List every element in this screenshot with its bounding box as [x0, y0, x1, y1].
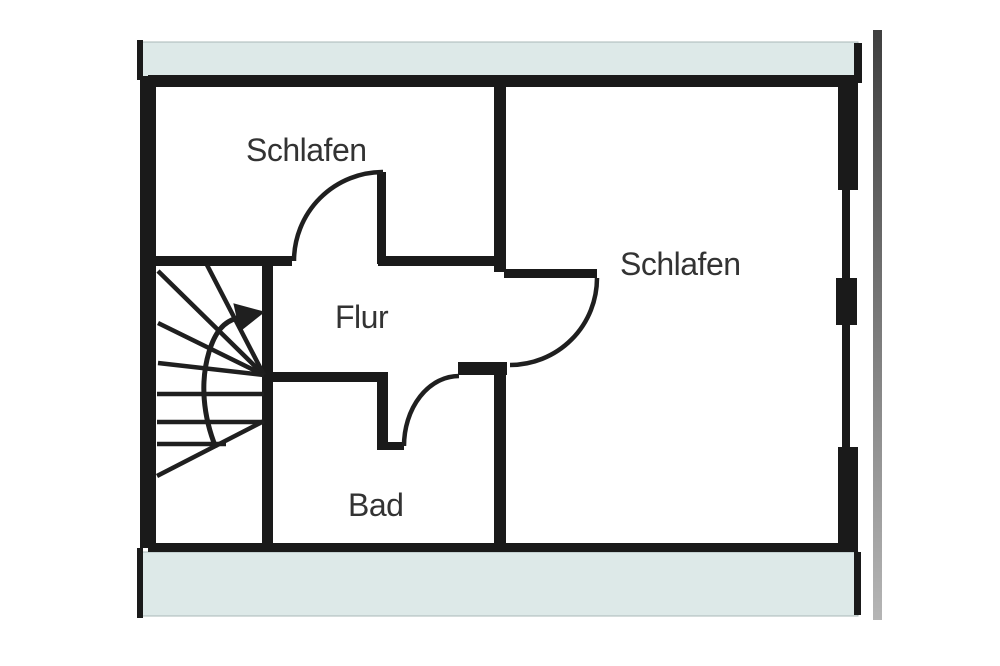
walls	[137, 40, 862, 618]
wall-schlafen-right-lower	[494, 363, 506, 547]
eaves-bands	[137, 41, 859, 617]
top-band	[137, 41, 859, 78]
room-label-bad: Bad	[348, 487, 403, 523]
stair-tread	[156, 269, 266, 377]
door-leaf-schlafen-right	[504, 269, 597, 278]
window-east-upper	[842, 190, 850, 278]
room-labels: Schlafen Schlafen Flur Bad	[246, 132, 741, 523]
wall-bad-jog-east	[377, 372, 388, 450]
wall-west-thin-top	[137, 40, 143, 80]
window-east-lower	[842, 325, 850, 447]
stair-direction-arrow	[201, 303, 266, 449]
wall-east-thin-top	[854, 43, 862, 83]
wall-west	[140, 76, 156, 548]
wall-flur-north-left	[148, 256, 292, 266]
winder-staircase	[155, 263, 266, 479]
wall-flur-north-right	[378, 256, 506, 266]
stair-tread	[155, 418, 266, 479]
room-label-schlafen-top: Schlafen	[246, 132, 367, 168]
wall-west-thin-bottom	[137, 548, 143, 618]
room-label-flur: Flur	[335, 299, 389, 335]
wall-east-thin-bottom	[854, 552, 861, 615]
door-leaf-schlafen-top	[377, 172, 386, 264]
stair-arrow-shaft	[201, 315, 239, 449]
door-arc-bad	[401, 373, 460, 447]
stair-tread	[157, 360, 265, 378]
wall-east-pier-top	[838, 79, 858, 190]
wall-bad-north-left	[262, 372, 388, 382]
door-arcs	[291, 169, 600, 447]
wall-east-pier-bottom	[838, 447, 858, 552]
wall-bad-north-right	[458, 362, 507, 375]
bottom-band	[139, 551, 859, 617]
wall-south	[148, 543, 858, 552]
wall-stairwell-east	[262, 256, 273, 547]
wall-bad-stub	[377, 442, 404, 450]
door-arc-schlafen-right	[509, 277, 600, 368]
door-arc-schlafen-top	[291, 169, 384, 262]
page-edge-strip	[873, 30, 882, 620]
wall-schlafen-right-upper	[494, 79, 506, 272]
wall-east-pier-mid	[836, 278, 857, 325]
stair-arrow-head-icon	[233, 303, 266, 332]
room-label-schlafen-right: Schlafen	[620, 246, 741, 282]
